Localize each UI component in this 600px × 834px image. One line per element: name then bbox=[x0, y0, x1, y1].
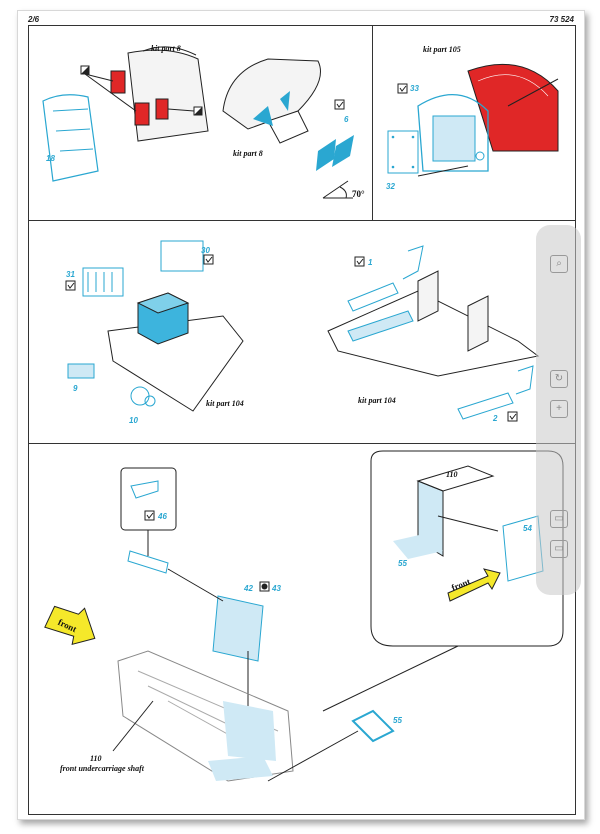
viewer-sidebar[interactable]: ⌕ ↻ + ▭ ▭ bbox=[536, 225, 581, 595]
zoom-icon[interactable]: + bbox=[550, 400, 568, 418]
kit-part-8-label: kit part 8 bbox=[151, 44, 181, 53]
step-1-middle: kit part 8 6 70° bbox=[222, 58, 365, 199]
part-31: 31 bbox=[66, 270, 75, 279]
front-undercarriage-shaft-label: front undercarriage shaft bbox=[60, 764, 145, 773]
label-110: 110 bbox=[90, 754, 102, 763]
instruction-drawings: kit part 8 18 kit part 8 6 70° bbox=[42, 44, 564, 782]
part-1: 1 bbox=[368, 258, 373, 267]
kit-part-104-label: kit part 104 bbox=[206, 399, 244, 408]
kit-part-104-label-2: kit part 104 bbox=[358, 396, 396, 405]
divider-2 bbox=[28, 443, 575, 444]
kit-code: 73 524 bbox=[549, 15, 574, 24]
step-2-left: 30 31 9 10 kit part 104 bbox=[65, 240, 244, 425]
divider-vertical bbox=[372, 25, 373, 220]
part-54: 54 bbox=[523, 524, 532, 533]
inset-label-110: 110 bbox=[446, 470, 458, 479]
step-3: 46 42 43 110 54 55 front bbox=[44, 450, 564, 782]
kit-part-105-label: kit part 105 bbox=[423, 45, 461, 54]
divider-1 bbox=[28, 220, 575, 221]
part-43: 43 bbox=[271, 584, 281, 593]
part-2: 2 bbox=[492, 414, 498, 423]
part-6: 6 bbox=[344, 115, 349, 124]
instruction-sheet: 2/6 73 524 kit part 8 18 bbox=[17, 10, 585, 820]
angle-label: 70° bbox=[352, 189, 365, 199]
part-33: 33 bbox=[410, 84, 419, 93]
part-9: 9 bbox=[73, 384, 78, 393]
part-18: 18 bbox=[46, 154, 55, 163]
part-30: 30 bbox=[201, 246, 210, 255]
page-icon[interactable]: ▭ bbox=[550, 510, 568, 528]
part-10: 10 bbox=[129, 416, 138, 425]
step-2-right: 1 2 kit part 104 bbox=[327, 245, 540, 423]
page-icon-2[interactable]: ▭ bbox=[550, 540, 568, 558]
search-icon[interactable]: ⌕ bbox=[550, 255, 568, 273]
part-46: 46 bbox=[157, 512, 167, 521]
part-55: 55 bbox=[393, 716, 402, 725]
kit-part-8-label-2: kit part 8 bbox=[233, 149, 263, 158]
part-42: 42 bbox=[243, 584, 253, 593]
step-1-left: kit part 8 18 bbox=[42, 44, 209, 182]
page-number: 2/6 bbox=[28, 15, 40, 24]
step-1-right: kit part 105 33 32 bbox=[386, 45, 559, 191]
part-32: 32 bbox=[386, 182, 395, 191]
rotate-icon[interactable]: ↻ bbox=[550, 370, 568, 388]
part-55-inset: 55 bbox=[398, 559, 407, 568]
